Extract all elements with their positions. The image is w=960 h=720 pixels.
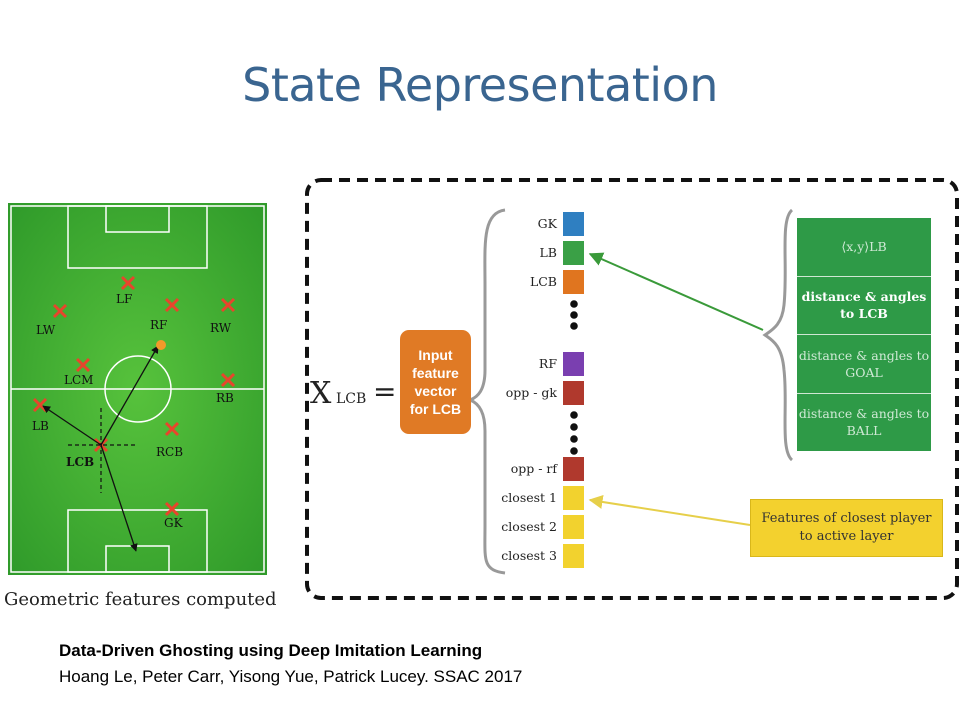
green-arrow [588,252,764,331]
player-marker-rw: RW [210,297,236,335]
vector-slot-0 [563,212,584,236]
pitch-caption: Geometric features computed [4,589,277,610]
cross-mark [52,303,68,319]
ball-icon [156,340,166,350]
vector-slot-5 [563,457,584,481]
cross-mark [220,372,236,388]
vector-slot-label: opp - rf [511,461,559,476]
player-marker-lw: LW [36,303,68,337]
pitch-markers: LF LW RF RW LCM RB LB RCB LCB GK [32,275,236,530]
vector-slot-7 [563,515,584,539]
x-lcb-symbol: X LCB = [310,375,396,411]
vector-slot-label: LCB [530,274,557,289]
vector-slot-label: closest 1 [501,490,557,505]
cross-mark [75,357,91,373]
citation-authors: Hoang Le, Peter Carr, Yisong Yue, Patric… [59,667,523,686]
vector-slot-label: RF [539,356,557,371]
cross-mark [120,275,136,291]
dashed-frame [305,178,959,600]
player-marker-rcb: RCB [156,421,183,459]
vector-slot-4 [563,381,584,405]
player-marker-lf: LF [116,275,136,306]
feature-row-label: distance & angles to LCB [801,289,927,322]
yellow-arrow [588,495,751,526]
player-label: RCB [156,445,183,459]
input-feature-vector-box: Input feature vector for LCB [400,330,471,434]
feature-brace [762,208,794,462]
feature-row-label: distance & angles to GOAL [798,347,930,380]
vector-slot-2 [563,270,584,294]
player-marker-lcm: LCM [64,357,93,387]
input-box-line-4: for LCB [409,401,462,417]
feature-row-xy: ⟨x,y⟩LB [797,218,931,277]
cross-mark [164,297,180,313]
player-marker-rb: RB [216,372,236,405]
closest-player-callout: Features of closest player to active lay… [750,499,943,557]
player-label: LB [32,419,49,433]
citation-title: Data-Driven Ghosting using Deep Imitatio… [59,641,483,660]
feature-diagram: X LCB = GK LB LCB RF opp - gk opp - rf closest… [300,175,960,605]
player-label: RW [210,321,232,335]
player-label: LCM [64,373,93,387]
input-box-line-2: feature [412,365,459,381]
input-box-line-3: vector [414,383,457,399]
feature-row-label: distance & angles to BALL [798,406,930,439]
player-label: LW [36,323,56,337]
vector-slot-8 [563,544,584,568]
vector-brace [465,208,506,575]
player-label: RB [216,391,234,405]
vector-slot-3 [563,352,584,376]
feature-row-lcb: distance & angles to LCB [797,276,931,335]
vector-slot-label: closest 2 [501,519,557,534]
player-label: LF [116,292,132,306]
x-symbol: X [310,376,332,411]
feature-row-label: ⟨x,y⟩LB [841,239,887,255]
cross-mark [220,297,236,313]
cross-mark [164,421,180,437]
ellipsis-dots [570,300,578,455]
pitch-lines [10,205,265,573]
lcb-dashed-axes [68,408,138,493]
cross-mark [32,397,48,413]
player-marker-gk: GK [164,501,184,530]
x-subscript: LCB [336,391,366,407]
soccer-pitch: LF LW RF RW LCM RB LB RCB LCB GK [8,203,267,575]
vector-slot-label: opp - gk [506,385,558,400]
player-label: RF [150,318,167,332]
lcb-vectors [42,345,159,552]
player-label: GK [164,516,184,530]
vector-slot-1 [563,241,584,265]
vector-slot-label: GK [538,216,558,231]
equals-sign: = [373,375,396,408]
input-box-line-1: Input [418,347,453,363]
vector-column: GK LB LCB RF opp - gk opp - rf closest 1 closes… [501,212,584,568]
player-marker-rf: RF [150,297,180,332]
feature-row-goal: distance & angles to GOAL [797,335,931,394]
vector-slot-label: closest 3 [501,548,557,563]
feature-row-ball: distance & angles to BALL [797,393,931,451]
player-label: LCB [66,455,94,469]
vector-slot-label: LB [540,245,558,260]
vector-slot-6 [563,486,584,510]
cross-mark [164,501,180,517]
slide-title: State Representation [242,58,718,112]
feature-table: ⟨x,y⟩LB distance & angles to LCB distanc… [797,218,931,451]
